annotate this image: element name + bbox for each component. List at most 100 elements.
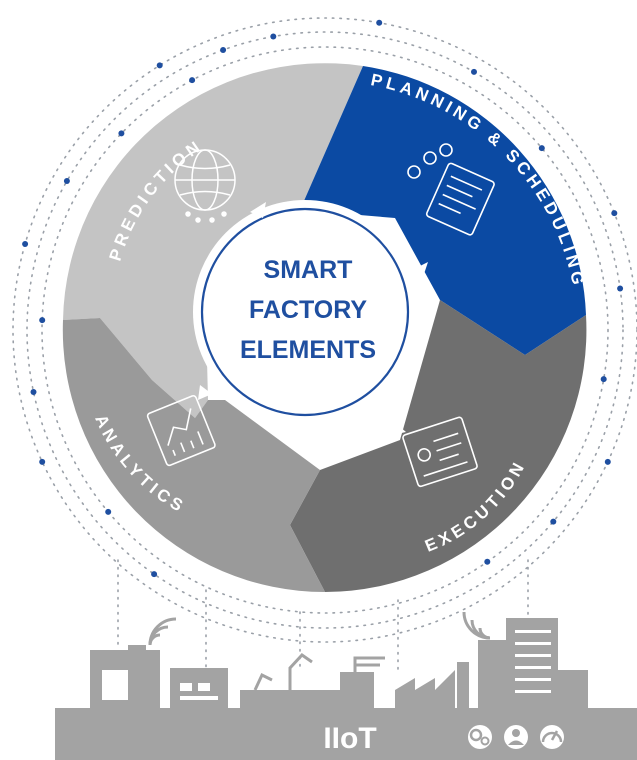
building xyxy=(340,672,374,710)
gauge-arc xyxy=(541,731,563,743)
building-windows xyxy=(102,630,551,700)
crane xyxy=(353,656,385,690)
window xyxy=(515,630,551,633)
building xyxy=(506,618,558,710)
globe-dot xyxy=(185,211,191,217)
iiot-label: IIoT xyxy=(323,722,376,755)
hub-pointer xyxy=(388,420,406,436)
connector-lines xyxy=(117,559,529,673)
trend-line xyxy=(167,408,192,446)
building xyxy=(558,670,588,710)
user-head xyxy=(512,729,520,737)
clock-icon xyxy=(407,165,421,179)
orbit-dot xyxy=(63,178,70,184)
orbit-dot xyxy=(600,376,607,383)
orbit-dot xyxy=(611,210,618,217)
window xyxy=(515,690,551,693)
globe-dot xyxy=(221,211,227,217)
wifi-arc xyxy=(462,611,491,640)
orbit-dot xyxy=(604,458,611,465)
bar xyxy=(197,431,204,445)
wheel xyxy=(62,63,587,593)
monitor-execution-icon xyxy=(402,416,478,488)
window xyxy=(180,696,218,700)
tablet-line xyxy=(438,202,461,215)
gear xyxy=(480,736,490,746)
monitor-line xyxy=(439,453,459,462)
schedule-tablet-icon xyxy=(407,143,495,236)
segment-planning xyxy=(300,66,586,355)
center-hub: SMART FACTORY ELEMENTS xyxy=(193,200,428,436)
orbit-ring-inner xyxy=(41,46,609,614)
orbit-dot xyxy=(39,317,46,324)
globe-latitude xyxy=(179,164,231,196)
gauge-needle xyxy=(550,730,559,741)
orbit-dot xyxy=(538,145,545,152)
skyline-base xyxy=(55,708,637,760)
hub-pointer xyxy=(412,262,428,280)
orbit-rings xyxy=(12,17,637,643)
tablet-frame xyxy=(146,394,216,467)
orbit-dot xyxy=(156,62,163,69)
segment-prediction xyxy=(63,63,363,418)
orbit-dot xyxy=(189,77,196,84)
wifi-icon xyxy=(148,617,177,646)
chimney xyxy=(457,662,469,710)
center-title-line-3: ELEMENTS xyxy=(240,336,376,364)
hub-outer-ring xyxy=(193,200,417,424)
tablet-line xyxy=(450,175,483,191)
orbit-dot xyxy=(22,241,29,247)
schedule-tablet xyxy=(425,162,495,236)
hub-pointer xyxy=(198,385,212,400)
clock-icon xyxy=(423,151,437,165)
orbit-dot xyxy=(105,508,112,515)
orbit-dot xyxy=(39,458,46,465)
orbit-dot xyxy=(471,68,477,75)
hub-line-ring xyxy=(200,207,410,417)
orbit-ring-middle xyxy=(26,31,624,629)
bar xyxy=(190,440,195,449)
orbit-dot xyxy=(118,130,125,137)
hub-pointer xyxy=(250,202,266,218)
gear xyxy=(469,728,483,742)
analytics-tablet xyxy=(146,394,216,467)
orbit-dot xyxy=(550,518,557,525)
orbit-ring-outer xyxy=(12,17,637,643)
factory-skyline xyxy=(55,618,637,760)
analytics-tablet-icon xyxy=(146,394,216,467)
building xyxy=(240,690,340,710)
robot-arm xyxy=(253,672,273,691)
segment-execution xyxy=(290,300,587,592)
center-title-line-2: FACTORY xyxy=(249,296,367,324)
window xyxy=(515,666,551,669)
bar xyxy=(180,442,186,453)
bar xyxy=(172,449,177,456)
globe-network-icon xyxy=(174,149,236,223)
gauge-icon xyxy=(540,725,564,749)
orbit-dot xyxy=(30,389,37,395)
monitor-line xyxy=(423,461,468,477)
industrial-equipment xyxy=(253,653,385,691)
window xyxy=(515,678,551,681)
window xyxy=(198,683,210,691)
orbit-dot xyxy=(151,571,158,578)
sawtooth-factory xyxy=(395,670,455,710)
building xyxy=(128,645,146,653)
icon-circle xyxy=(540,725,564,749)
gears-icon xyxy=(468,725,492,749)
robot-arm xyxy=(288,653,313,690)
center-title-line-1: SMART xyxy=(264,256,353,284)
window xyxy=(515,654,551,657)
tablet-line xyxy=(446,184,473,198)
clock-icon xyxy=(439,143,453,157)
orbit-dot xyxy=(617,285,624,292)
building xyxy=(478,640,506,710)
orbit-dots xyxy=(22,19,624,578)
user-body xyxy=(508,740,524,745)
tablet-frame xyxy=(425,162,495,236)
monitor-line xyxy=(436,442,462,452)
window xyxy=(180,683,192,691)
monitor-avatar xyxy=(417,448,431,462)
monitor-frame xyxy=(402,416,478,488)
